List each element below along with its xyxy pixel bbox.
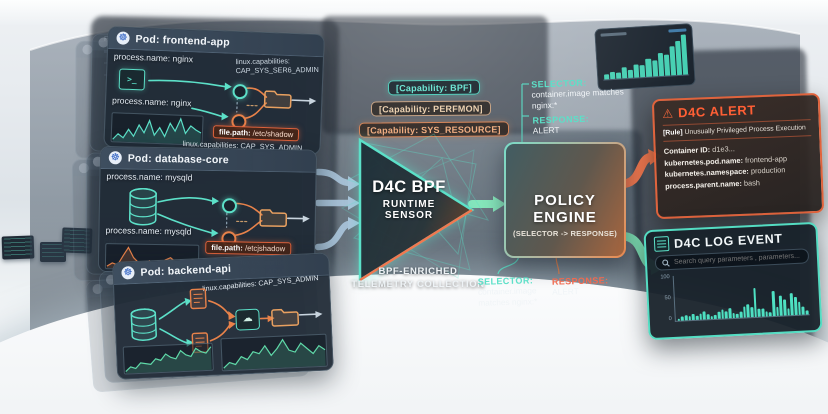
pod-title: Pod: backend-api xyxy=(140,262,232,279)
search-input[interactable] xyxy=(673,252,803,266)
kubernetes-icon: ☸ xyxy=(108,151,122,165)
d4c-log-panel: D4C LOG EVENT 100 50 0 xyxy=(643,221,823,341)
pod-sparkline xyxy=(122,342,214,375)
pod-connector-graph xyxy=(128,188,310,237)
database-icon xyxy=(128,188,157,226)
kubernetes-icon: ☸ xyxy=(121,266,135,280)
y-axis-ticks: 100 50 0 xyxy=(660,274,672,323)
pod-card-backend: ☸ Pod: backend-api linux.capabilities: C… xyxy=(112,252,334,380)
cloud-icon: ☁ xyxy=(235,308,261,331)
search-icon xyxy=(662,259,670,267)
policy-engine-box: POLICY ENGINE (SELECTOR -> RESPONSE) xyxy=(504,142,626,258)
response-label: RESPONSE: xyxy=(551,275,609,287)
pod-sparkline xyxy=(110,112,204,146)
capabilities-label: linux.capabilities:CAP_SYS_SER6_ADMIN xyxy=(235,56,319,76)
policy-engine-subtitle: (SELECTOR -> RESPONSE) xyxy=(512,229,618,238)
alert-title: D4C ALERT xyxy=(677,102,757,121)
alert-rule: [Rule] Unusually Privileged Process Exec… xyxy=(662,124,806,137)
file-path-badge: file.path: /etcjshadow xyxy=(205,240,292,256)
pod-connector-graph xyxy=(148,79,317,121)
capability-chip-perfmon: [Capability: PERFMON] xyxy=(370,100,491,117)
pod-title: Pod: frontend-app xyxy=(135,32,231,49)
folder-icon xyxy=(271,308,300,327)
folder-icon xyxy=(263,90,292,109)
log-title: D4C LOG EVENT xyxy=(673,231,783,251)
folder-icon xyxy=(259,209,288,227)
document-icon xyxy=(653,236,670,252)
policy-engine-title: POLICY xyxy=(534,192,596,209)
warning-icon: ⚠ xyxy=(662,105,674,121)
response-value: ALERT xyxy=(552,286,579,297)
pod-card-frontend: ☸ Pod: frontend-app process.name: nginx … xyxy=(103,26,325,156)
sensor-title: D4C BPF RUNTIME SENSOR xyxy=(372,178,446,221)
pod-sparkline xyxy=(220,333,328,372)
database-icon xyxy=(130,308,157,341)
log-bar-chart: 100 50 0 xyxy=(656,267,813,330)
pod-title: Pod: database-core xyxy=(127,151,229,166)
log-search-bar[interactable] xyxy=(654,248,810,271)
bpf-sensor-triangle xyxy=(340,133,490,283)
capability-chip-bpf: [Capability: BPF] xyxy=(387,79,480,96)
document-icon xyxy=(189,288,207,310)
kubernetes-icon: ☸ xyxy=(116,31,130,45)
d4c-alert-panel: ⚠ D4C ALERT [Rule] Unusually Privileged … xyxy=(651,92,825,220)
policy-bottom-response: RESPONSE: ALERT xyxy=(552,275,609,297)
bars xyxy=(672,269,810,322)
